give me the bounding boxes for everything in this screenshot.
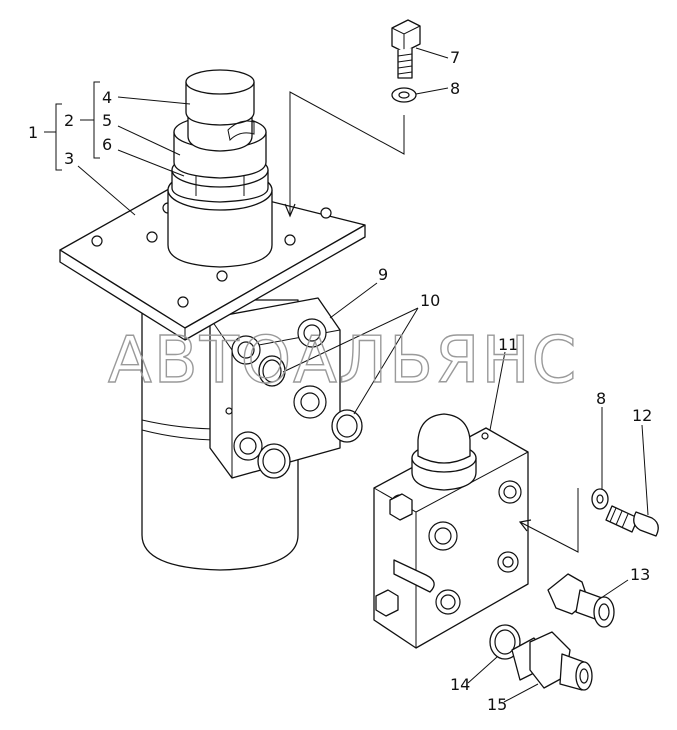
callout-9: 9: [378, 265, 388, 284]
callout-2: 2: [64, 111, 74, 130]
leader-lines: [44, 47, 649, 703]
valve-block-11: [373, 427, 529, 649]
lock-washer-8-right: [591, 488, 609, 510]
callout-13: 13: [630, 565, 650, 584]
arrow-screw-12: [518, 519, 532, 532]
o-rings-10: [257, 355, 363, 479]
spool-4: [185, 69, 255, 152]
callout-8-right: 8: [596, 389, 606, 408]
lock-washer-8-top: [391, 87, 417, 103]
callout-12: 12: [632, 406, 652, 425]
assembly-path-screw-12: [519, 488, 579, 553]
watermark-text: АВТОАЛЬЯНС: [108, 324, 578, 398]
callout-4: 4: [102, 88, 112, 107]
fitting-15: [511, 631, 593, 691]
callout-15: 15: [487, 695, 507, 714]
cap-nut-11: [411, 413, 477, 491]
fitting-13: [547, 573, 615, 628]
callout-6: 6: [102, 135, 112, 154]
cap-screw-12: [605, 505, 659, 537]
callout-10: 10: [420, 291, 440, 310]
callout-14: 14: [450, 675, 470, 694]
callout-11: 11: [498, 335, 518, 354]
arrow-bolt-7: [284, 203, 296, 218]
assembly-path-bolt-7: [289, 91, 405, 215]
seal-14: [489, 624, 521, 660]
callout-5: 5: [102, 111, 112, 130]
callout-7: 7: [450, 48, 460, 67]
bolt-7: [391, 19, 421, 79]
callout-3: 3: [64, 149, 74, 168]
callout-1: 1: [28, 123, 38, 142]
callout-8-top: 8: [450, 79, 460, 98]
